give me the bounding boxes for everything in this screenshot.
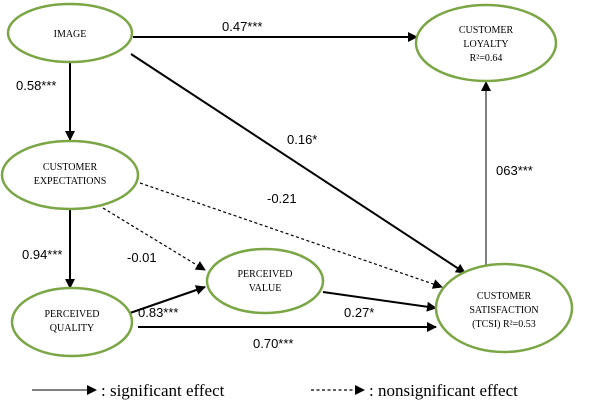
coef-satisfaction-loyalty: 063*** <box>496 163 533 178</box>
node-customer-loyalty: CUSTOMER LOYALTY R²=0.64 <box>414 3 558 83</box>
legend-significant-label: : significant effect <box>101 381 225 400</box>
node-image-label-1: IMAGE <box>54 29 87 40</box>
coefficients: 0.47*** 0.58*** 0.16* 063*** -0.21 0.94*… <box>16 19 533 351</box>
coef-quality-value: 0.83*** <box>138 305 178 320</box>
node-perceived-quality: PERCEIVED QUALITY <box>10 286 134 358</box>
node-customer-satisfaction: CUSTOMER SATISFACTION (TCSI) R²=0.53 <box>434 262 574 354</box>
node-satisfaction-label-2: SATISFACTION <box>469 305 538 316</box>
coef-quality-satisfaction: 0.70*** <box>253 336 293 351</box>
coef-expectations-quality: 0.94*** <box>22 247 62 262</box>
node-loyalty-label-3: R²=0.64 <box>470 53 503 64</box>
edges <box>65 32 491 332</box>
node-loyalty-label-2: LOYALTY <box>463 39 508 50</box>
node-value-label-1: PERCEIVED <box>238 269 293 280</box>
arrow-quality-to-value <box>129 285 206 314</box>
coef-image-loyalty: 0.47*** <box>222 19 262 34</box>
node-satisfaction-label-3: (TCSI) R²=0.53 <box>472 319 536 330</box>
node-customer-expectations: CUSTOMER EXPECTATIONS <box>0 139 140 211</box>
node-value-label-2: VALUE <box>249 283 282 294</box>
node-loyalty-label-1: CUSTOMER <box>459 25 514 36</box>
coef-expectations-value: -0.01 <box>127 250 157 265</box>
node-expectations-label-2: EXPECTATIONS <box>34 176 107 187</box>
node-quality-label-1: PERCEIVED <box>45 309 100 320</box>
legend-nonsignificant-label: : nonsignificant effect <box>369 381 518 400</box>
coef-value-satisfaction: 0.27* <box>344 305 374 320</box>
node-perceived-value: PERCEIVED VALUE <box>205 247 325 315</box>
coef-image-satisfaction: 0.16* <box>287 132 317 147</box>
node-expectations-label-1: CUSTOMER <box>43 162 98 173</box>
node-image: IMAGE <box>6 2 134 64</box>
arrow-expectations-to-value <box>102 207 206 271</box>
node-quality-label-2: QUALITY <box>50 323 94 334</box>
coef-expectations-satisfaction: -0.21 <box>267 191 297 206</box>
node-satisfaction-label-1: CUSTOMER <box>477 291 532 302</box>
arrow-expectations-to-satisfaction <box>139 182 443 289</box>
arrow-value-to-satisfaction <box>322 291 437 312</box>
legend: : significant effect : nonsignificant ef… <box>32 381 518 400</box>
arrow-image-to-satisfaction <box>130 53 466 274</box>
coef-image-expectations: 0.58*** <box>16 78 56 93</box>
